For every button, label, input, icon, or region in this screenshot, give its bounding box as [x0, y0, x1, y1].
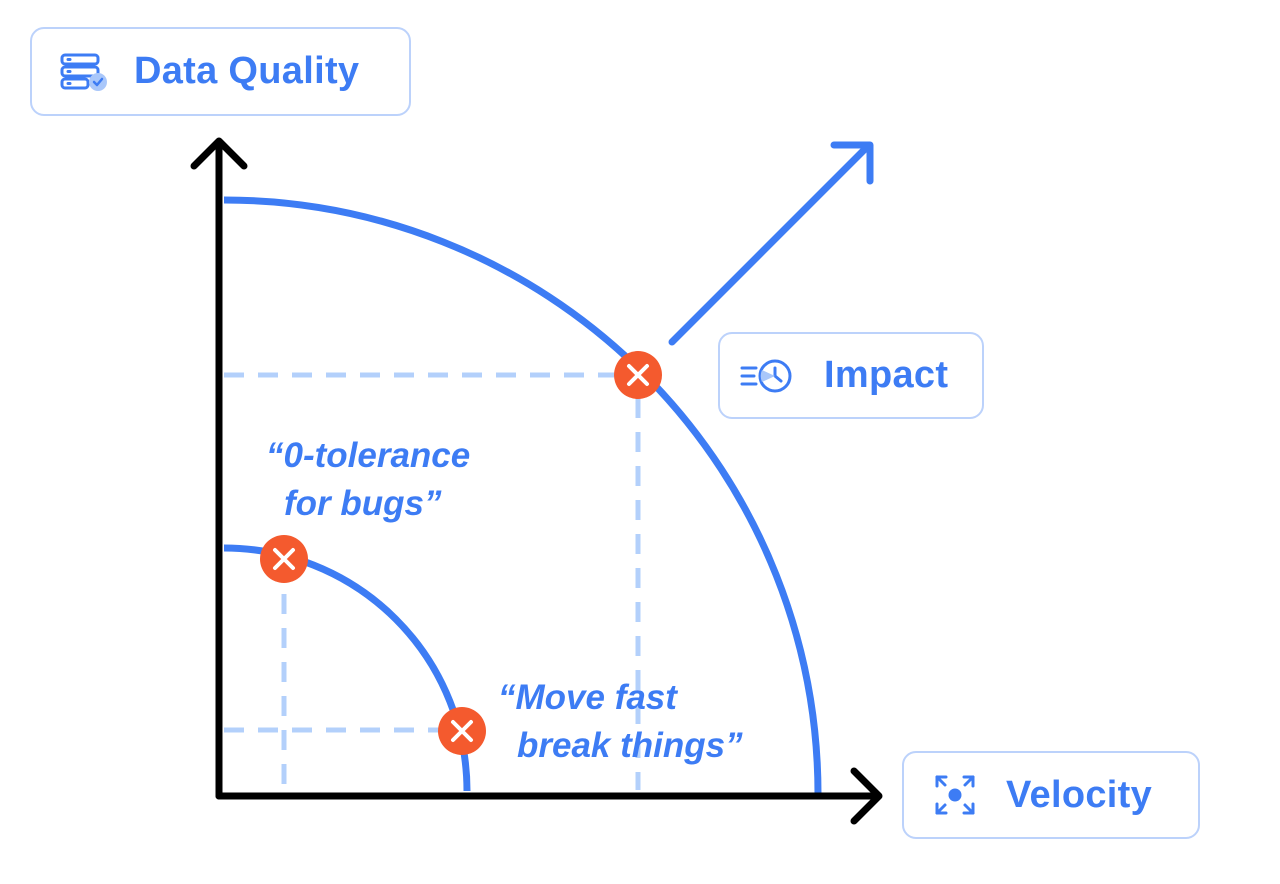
marker-zero-tolerance: [260, 535, 308, 583]
data-quality-label: Data Quality: [134, 50, 360, 92]
marker-move-fast: [438, 707, 486, 755]
quote-move-fast-line-1: “Move fast: [498, 678, 677, 717]
quote-zero-tolerance-line-1: “0-tolerance: [266, 436, 471, 475]
fast-clock-icon: [740, 356, 796, 396]
inner-frontier-curve: [223, 544, 471, 792]
close-x-icon: [627, 364, 649, 386]
quote-zero-tolerance: “0-tolerance for bugs”: [266, 432, 470, 528]
quote-move-fast: “Move fast break things”: [498, 674, 743, 770]
quote-zero-tolerance-line-2: for bugs”: [284, 484, 442, 523]
guide-lines: [224, 372, 641, 790]
impact-label-box: Impact: [718, 332, 984, 419]
marker-impact: [614, 351, 662, 399]
close-x-icon: [273, 548, 295, 570]
x-axis-arrowhead: [850, 767, 883, 825]
velocity-label-box: Velocity: [902, 751, 1200, 839]
data-quality-label-box: Data Quality: [30, 27, 411, 116]
velocity-label: Velocity: [1006, 773, 1153, 816]
y-axis-arrowhead: [190, 137, 248, 170]
axes: [190, 137, 883, 825]
server-check-icon: [60, 52, 108, 92]
expand-focus-icon: [934, 774, 976, 816]
impact-arrow: [668, 141, 874, 346]
impact-label: Impact: [824, 354, 949, 396]
quote-move-fast-line-2: break things”: [517, 726, 743, 765]
close-x-icon: [451, 720, 473, 742]
